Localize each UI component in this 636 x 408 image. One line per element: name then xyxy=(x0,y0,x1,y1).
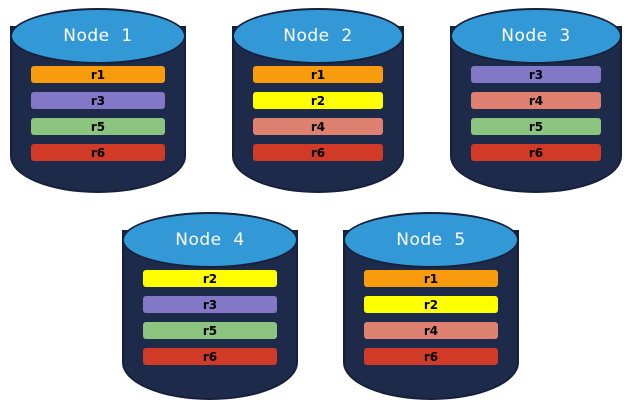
replica-bar-r1[interactable]: r1 xyxy=(364,270,498,287)
replica-bar-r6[interactable]: r6 xyxy=(143,348,277,365)
replica-bar-r2[interactable]: r2 xyxy=(252,92,384,109)
replica-bar-r3[interactable]: r3 xyxy=(31,92,165,109)
replica-bar-r6[interactable]: r6 xyxy=(31,144,165,161)
node-top-ellipse xyxy=(232,8,404,64)
replica-bar-r2[interactable]: r2 xyxy=(143,270,277,287)
replica-bar-r1[interactable]: r1 xyxy=(31,66,165,83)
replica-bar-r6[interactable]: r6 xyxy=(470,144,602,161)
replica-bar-r2[interactable]: r2 xyxy=(364,296,498,313)
node-top-ellipse xyxy=(122,212,298,268)
replica-bar-r5[interactable]: r5 xyxy=(31,118,165,135)
replica-bar-r6[interactable]: r6 xyxy=(252,144,384,161)
replica-bar-r6[interactable]: r6 xyxy=(364,348,498,365)
replica-bar-r5[interactable]: r5 xyxy=(143,322,277,339)
replica-bar-r3[interactable]: r3 xyxy=(470,66,602,83)
replica-bar-r5[interactable]: r5 xyxy=(470,118,602,135)
replica-bar-r4[interactable]: r4 xyxy=(364,322,498,339)
node-top-ellipse xyxy=(343,212,519,268)
replica-list: r2 r3 r5 r6 xyxy=(122,270,298,365)
replica-list: r1 r3 r5 r6 xyxy=(10,66,186,161)
node-top-ellipse xyxy=(10,8,186,64)
node-top-ellipse xyxy=(450,8,622,64)
replica-list: r3 r4 r5 r6 xyxy=(450,66,622,161)
replica-list: r1 r2 r4 r6 xyxy=(232,66,404,161)
replica-bar-r4[interactable]: r4 xyxy=(470,92,602,109)
replica-bar-r3[interactable]: r3 xyxy=(143,296,277,313)
replica-list: r1 r2 r4 r6 xyxy=(343,270,519,365)
replica-bar-r4[interactable]: r4 xyxy=(252,118,384,135)
replica-bar-r1[interactable]: r1 xyxy=(252,66,384,83)
